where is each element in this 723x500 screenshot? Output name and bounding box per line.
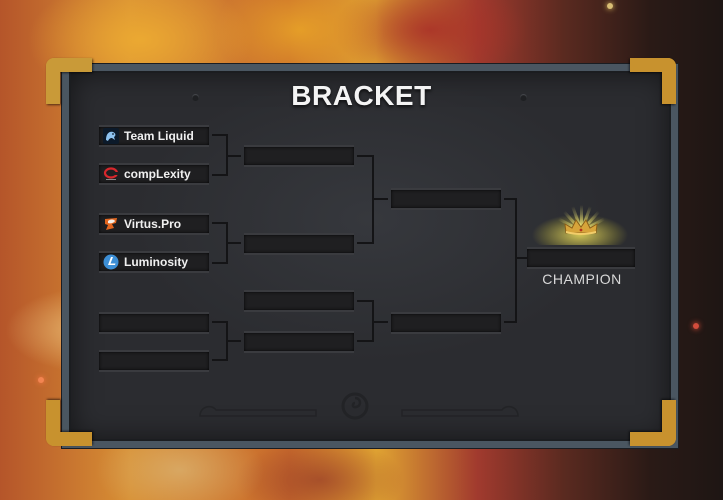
bracket-slot-semifinal[interactable] [391, 188, 501, 210]
rivet [520, 94, 527, 101]
crown-icon [563, 218, 599, 241]
team-name: Virtus.Pro [124, 217, 182, 231]
bracket-connector [515, 257, 527, 259]
bracket-slot-round1[interactable]: compLexity [99, 163, 209, 185]
bracket-connector [372, 321, 388, 323]
bracket-connector [372, 198, 388, 200]
bracket-connector [226, 340, 241, 342]
bracket-slot-round2[interactable] [244, 233, 354, 255]
bracket-connector [226, 155, 241, 157]
bracket-slot-round1[interactable]: Virtus.Pro [99, 213, 209, 235]
bracket-connector [357, 300, 373, 302]
bracket-slot-round1[interactable]: Team Liquid [99, 125, 209, 147]
champion-label: CHAMPION [542, 271, 622, 287]
bracket-connector [226, 242, 241, 244]
bracket-slot-round2[interactable] [244, 145, 354, 167]
background-spark [607, 3, 613, 9]
bracket-slot-round1[interactable] [99, 350, 209, 372]
bracket-connector [504, 198, 516, 200]
gold-corner-bottom-right [630, 400, 676, 446]
team-liquid-logo-icon [103, 128, 119, 144]
bracket-connector [212, 222, 227, 224]
rivet [192, 94, 199, 101]
complexity-logo-icon [103, 166, 119, 182]
bracket-slot-round2[interactable] [244, 290, 354, 312]
bracket-slot-round2[interactable] [244, 331, 354, 353]
bracket-slot-semifinal[interactable] [391, 312, 501, 334]
team-name: compLexity [124, 167, 191, 181]
bracket-connector [357, 340, 373, 342]
bracket-slot-round1[interactable]: Luminosity [99, 251, 209, 273]
decorative-scroll [198, 398, 318, 423]
bracket-connector [212, 262, 227, 264]
page-title: BRACKET [291, 80, 432, 111]
bracket-slot-round1[interactable] [99, 312, 209, 334]
luminosity-logo-icon [103, 254, 119, 270]
crown-ray [580, 205, 583, 231]
gold-corner-top-left [46, 58, 92, 104]
bracket-connector [357, 155, 373, 157]
bracket-connector [212, 359, 227, 361]
gold-corner-bottom-left [46, 400, 92, 446]
team-name: Luminosity [124, 255, 189, 269]
decorative-scroll [400, 398, 520, 423]
background-spark [693, 323, 699, 329]
hearthstone-emblem-icon [340, 390, 370, 427]
bracket-connector [212, 321, 227, 323]
bracket-connector [357, 242, 373, 244]
team-name: Team Liquid [124, 129, 194, 143]
champion-slot[interactable] [527, 247, 635, 269]
bracket-connector [212, 174, 227, 176]
bracket-connector [212, 134, 227, 136]
background-spark [38, 377, 44, 383]
virtus-pro-logo-icon [103, 216, 119, 232]
bracket-connector [515, 198, 517, 323]
bracket-connector [504, 321, 516, 323]
